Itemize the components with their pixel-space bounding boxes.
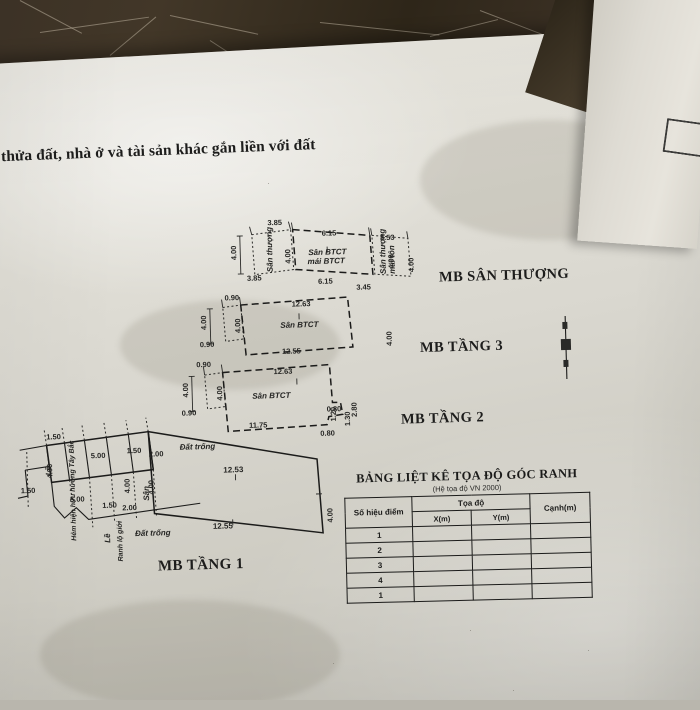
dim-f1-bottom: 12.55 (213, 521, 233, 531)
th-point: Số hiệu điểm (345, 497, 413, 529)
dim-f3-bottom: 12.55 (282, 346, 301, 356)
dim-roof-mid-top: 6.15 (322, 228, 337, 237)
cell-point: 3 (346, 557, 413, 574)
cell-y (473, 584, 532, 600)
cell-edge (531, 552, 591, 568)
room-label-f1-empty-top: Đất trống (180, 442, 216, 452)
dim-roof-mid-bottom: 6.15 (318, 276, 333, 285)
room-label-f2: Sân BTCT (252, 391, 290, 401)
dim-f1-san-top: 2.00 (149, 449, 164, 458)
room-label-roof-tin-sub: mái tôn (387, 245, 397, 274)
dim-f1-le2-bottom: 1.50 (102, 501, 117, 510)
dim-f1-le2-top: 1.50 (127, 446, 142, 455)
room-label-f1-yard: Sân (142, 486, 151, 501)
dim-roof-left-top: 3.85 (267, 218, 282, 227)
cell-x (414, 585, 473, 601)
room-label-f1-boundary: Ranh lộ giới (117, 521, 125, 562)
dim-f1-h-san: 4.00 (123, 479, 132, 494)
dim-f1-le-bottom: 1.50 (21, 486, 36, 495)
dim-f2-bottom: 11.75 (249, 420, 268, 430)
cell-y (472, 524, 531, 540)
room-label-f3: Sân BTCT (280, 320, 318, 330)
dim-roof-right-bottom: 3.45 (356, 282, 371, 291)
dim-f3-right: 4.00 (384, 331, 393, 346)
room-label-f1-empty-bottom: Đất trống (135, 528, 171, 538)
plan-label-roof: MB SÂN THƯỢNG (439, 266, 570, 287)
dim-f1-right: 4.00 (325, 508, 334, 523)
dim-f1-hem-top: 5.00 (91, 451, 106, 460)
dim-roof-left-bottom: 3.85 (247, 273, 262, 282)
cell-point: 4 (347, 572, 414, 589)
plan-label-floor2: MB TẦNG 2 (401, 409, 485, 428)
th-y: Y(m) (471, 509, 530, 525)
cell-point: 1 (346, 527, 413, 544)
dim-f2-notch-bottom: 0.90 (182, 408, 197, 417)
dim-f2-notch-top: 0.90 (196, 360, 211, 369)
cell-x (413, 525, 472, 541)
cell-y (473, 569, 532, 585)
room-label-f1-le: Lề (44, 466, 53, 476)
room-label-roof-slab-sub: mái BTCT (307, 256, 345, 266)
th-edge: Cạnh(m) (530, 492, 591, 523)
cell-edge (532, 582, 592, 598)
dim-f2-right: 2.80 (349, 402, 358, 417)
coordinate-table-block: BẢNG LIỆT KÊ TỌA ĐỘ GÓC RANH (Hệ tọa độ … (344, 466, 593, 604)
cell-x (413, 555, 472, 571)
cell-point: 1 (347, 587, 414, 604)
th-x: X(m) (412, 510, 471, 526)
dim-f1-san-bottom: 2.00 (122, 503, 137, 512)
dim-roof-left-inner-height: 4.00 (283, 249, 292, 264)
plan-label-floor1: MB TẦNG 1 (158, 556, 244, 575)
dim-f2-step-d: 0.80 (320, 428, 335, 437)
cell-edge (531, 537, 591, 553)
cell-x (414, 570, 473, 586)
plan-label-floor3: MB TẦNG 3 (420, 338, 504, 357)
dim-roof-right-height: 4.00 (406, 258, 415, 273)
dim-f3-notch-bottom: 0.90 (200, 340, 215, 349)
dim-f2-left-height: 4.00 (181, 383, 190, 398)
coordinate-table: Số hiệu điểm Tọa độ Cạnh(m) X(m) Y(m) 1 … (344, 492, 593, 604)
cell-y (472, 539, 531, 555)
dim-f1-le-top: 1.50 (46, 432, 61, 441)
cell-point: 2 (346, 542, 413, 559)
dim-f3-top: 12.63 (292, 299, 311, 309)
room-label-f1-le2: Lề (103, 533, 112, 543)
dim-f2-notch-height: 4.00 (215, 386, 224, 401)
cell-x (413, 540, 472, 556)
dim-f3-left-height: 4.00 (199, 315, 208, 330)
room-label-roof-terrace: Sân thượng (265, 227, 275, 273)
dim-f3-notch-top: 0.90 (224, 293, 239, 302)
dim-roof-left-height: 4.00 (229, 245, 238, 260)
dim-f2-step-b: 1.20 (329, 407, 338, 422)
cell-edge (532, 567, 592, 583)
dim-f3-notch-height: 4.00 (233, 318, 242, 333)
dim-f2-top: 12.63 (273, 367, 292, 377)
dim-f1-top: 12.53 (223, 465, 243, 475)
cell-y (472, 554, 531, 570)
cell-edge (531, 522, 591, 538)
